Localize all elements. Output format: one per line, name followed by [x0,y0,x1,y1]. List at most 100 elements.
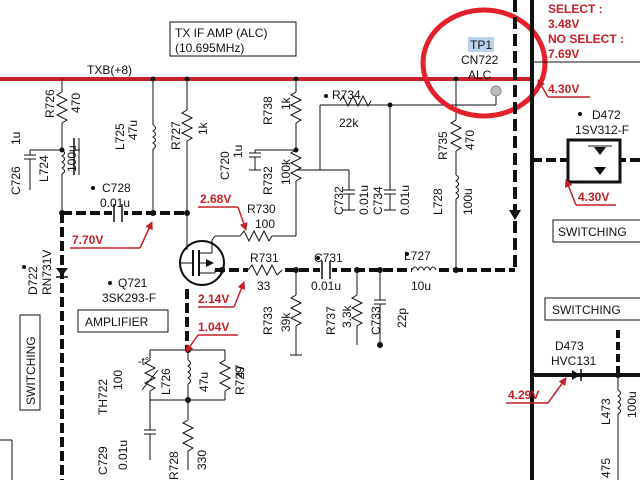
c720-value: 1u [231,145,245,158]
c729-name: C729 [96,446,110,475]
switching-box-right1 [552,219,640,243]
r732-name: R732 [261,166,275,195]
c729-value: 0.01u [116,440,130,470]
amplifier-label: AMPLIFIER [85,315,149,329]
q721-part: 3SK293-F [102,291,156,305]
cn722-label: CN722 [461,53,499,67]
c732-value: 0.01u [357,185,371,215]
r475-value: 475 [599,458,613,478]
select-note-line1: SELECT : [548,2,603,16]
voltage-d473: 4.29V [508,388,539,402]
voltage-bias: 1.04V [198,320,229,334]
r737-name: R737 [324,306,338,335]
d472-name: D472 [592,108,621,122]
l725-name: L725 [113,123,127,150]
d722-part: RN731V [40,250,54,295]
signal-direction-arrow [509,210,521,220]
switching-label-left: SWITCHING [24,336,38,405]
r729-name: R729 [233,366,247,395]
switching-box-right2 [544,297,640,321]
c734-value: 0.01u [398,185,412,215]
l728-value: 100u [461,188,475,215]
source-resistors [289,270,386,356]
r726-value: 470 [69,93,83,113]
th722-temp-symbol: -t° [138,356,149,368]
r726-l724-branch [24,79,80,213]
c732-name: C732 [332,186,346,215]
th722-name: TH722 [96,379,110,415]
r734-value: 22k [339,116,359,130]
c720-name: C720 [218,151,232,180]
l727-value: 10u [411,279,431,293]
source-bias-network [141,349,232,470]
c733-name: C733 [369,306,383,335]
select-note-line3: NO SELECT : [548,32,624,46]
tp1-test-point[interactable] [490,85,502,97]
c731-value: 0.01u [311,279,341,293]
l726-name: L726 [159,368,173,395]
r732-value: 100k [279,158,293,185]
voltage-source: 2.14V [198,292,229,306]
r737-value: 3.3k [340,304,354,328]
r728-value: 330 [195,450,209,470]
tp1-label: TP1 [470,38,492,52]
d722-name: D722 [26,266,40,295]
c734-name: C734 [371,186,385,215]
th722-value: 100 [111,370,125,390]
r738-value: 1k [279,96,293,110]
bias-network [249,79,496,211]
r730-resistor [239,229,273,243]
c728-name: C728 [102,181,131,195]
l726-value: 47u [197,372,211,392]
r730-name: R730 [247,202,276,216]
r726-name: R726 [43,89,57,118]
amplifier-box [77,309,169,333]
c726-value: 1u [9,132,23,145]
d473-part: HVC131 [551,354,597,368]
voltage-d472-top: 4.30V [548,82,579,96]
supply-rail-label: TXB(+8) [87,63,132,77]
r729-value: 47 [233,364,247,378]
block-title-line2: (10.695MHz) [175,41,244,55]
c728-value: 0.01u [100,196,130,210]
c733-value: 22p [395,308,409,328]
l473-value: 100u [625,391,639,418]
d722-diode [56,268,68,276]
r735-l728-branch [449,79,463,270]
d472-part: 1SV312-F [575,123,629,137]
r731-resistor [247,263,283,277]
l727-inductor [411,266,437,272]
r735-value: 470 [463,130,477,150]
d473-name: D473 [555,339,584,353]
r727-name: R727 [169,121,183,150]
select-note-line2: 3.48V [548,17,579,31]
switching-label-right1: SWITCHING [558,225,627,239]
c731-name: C731 [314,251,343,265]
tp1-red-circle [420,7,548,119]
d473-diode [572,370,580,380]
block-title-line1: TX IF AMP (ALC) [175,26,267,40]
l724-name: L724 [37,155,51,182]
l724-value: 100u [65,145,79,172]
r735-name: R735 [436,131,450,160]
r734-resistor [339,94,372,108]
q721-name: Q721 [118,276,148,290]
q721-transistor [179,213,225,286]
select-note-line4: 7.69V [548,47,579,61]
r728-name: R728 [167,451,181,480]
voltage-d472-bottom: 4.30V [578,190,609,204]
switching-label-right2: SWITCHING [552,303,621,317]
voltage-drain: 7.70V [72,233,103,247]
r730-value: 100 [255,217,275,231]
tp1-highlight [468,37,494,52]
l473-name: L473 [599,398,613,425]
alc-label: ALC [468,68,492,82]
r731-name: R731 [250,251,279,265]
voltage-callouts [70,79,616,404]
l725-value: 47u [126,120,140,140]
switching-box-left [19,314,41,411]
voltage-gate2: 2.68V [200,192,231,206]
l727-name: L727 [404,249,431,263]
r727-value: 1k [196,121,210,135]
